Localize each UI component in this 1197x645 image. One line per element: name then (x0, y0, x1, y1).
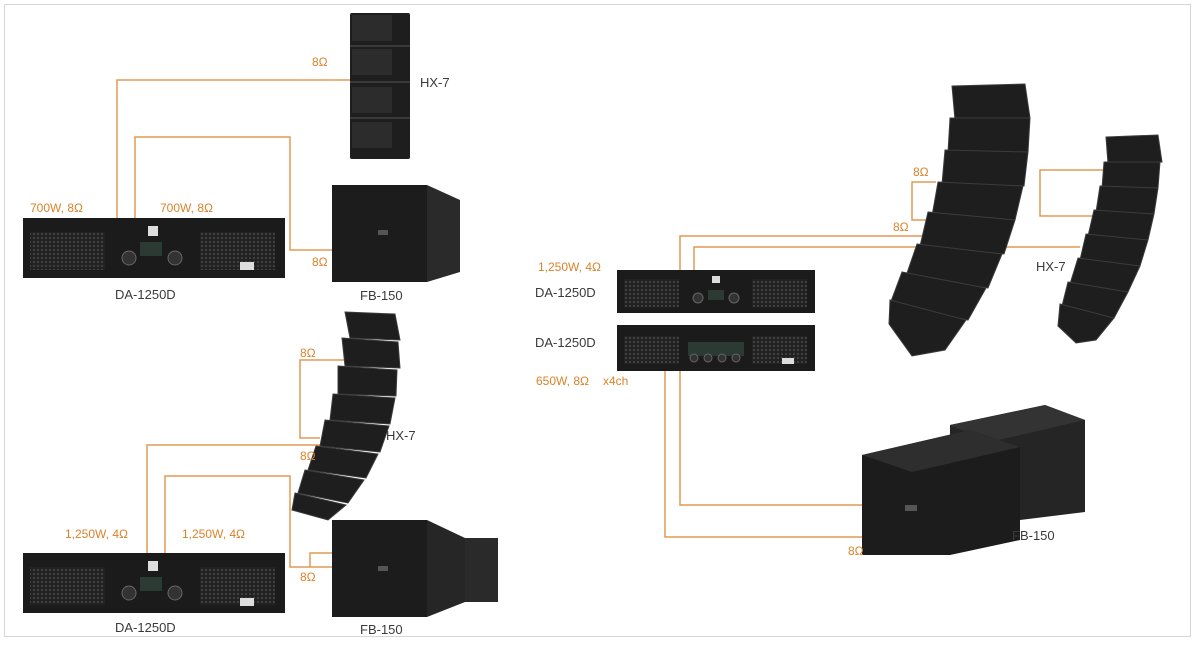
right-da1250d-amp-2 (617, 325, 815, 371)
right-amp2-label: DA-1250D (535, 335, 596, 350)
bottom-left-system: 8Ω HX-7 8Ω 1,250W, 4Ω 1,250W, 4Ω 8Ω DA-1… (23, 311, 498, 637)
top-left-hx7-speaker (350, 13, 410, 159)
right-amp2-channels: x4ch (603, 374, 628, 388)
top-left-sub-label: FB-150 (360, 288, 403, 303)
bottom-left-speaker-impedance-2: 8Ω (300, 449, 316, 463)
right-wire-impedance-1: 8Ω (913, 165, 929, 179)
right-da1250d-amp-1 (617, 270, 815, 313)
right-amp1-output: 1,250W, 4Ω (538, 260, 601, 274)
right-wire-impedance-2: 8Ω (893, 220, 909, 234)
bottom-left-output-a: 1,250W, 4Ω (65, 527, 128, 541)
bottom-left-sub-label: FB-150 (360, 622, 403, 637)
top-left-sub-impedance: 8Ω (312, 255, 328, 269)
bottom-left-amp-label: DA-1250D (115, 620, 176, 635)
right-amp2-output: 650W, 8Ω (536, 374, 589, 388)
right-system: 8Ω 8Ω HX-7 1,250W, 4Ω DA-1250D DA-1250D … (535, 83, 1163, 558)
top-left-output-b: 700W, 8Ω (160, 201, 213, 215)
top-left-speaker-label: HX-7 (420, 75, 450, 90)
right-speaker-label: HX-7 (1036, 259, 1066, 274)
top-left-fb150-sub (332, 185, 460, 282)
bottom-left-wires (146, 359, 345, 568)
top-left-amp-label: DA-1250D (115, 287, 176, 302)
top-left-da1250d-amp (23, 218, 285, 278)
right-sub-label: FB-150 (1012, 528, 1055, 543)
bottom-left-fb150-sub (332, 520, 498, 617)
right-amp1-label: DA-1250D (535, 285, 596, 300)
bottom-left-hx7-array (291, 311, 401, 521)
right-fb150-sub-front (862, 430, 1020, 555)
right-sub-impedance: 8Ω (848, 544, 864, 558)
right-hx7-array-large (888, 83, 1031, 357)
bottom-left-speaker-label: HX-7 (386, 428, 416, 443)
top-left-output-a: 700W, 8Ω (30, 201, 83, 215)
bottom-left-speaker-impedance-1: 8Ω (300, 346, 316, 360)
right-hx7-array-small (1057, 134, 1163, 344)
bottom-left-output-b: 1,250W, 4Ω (182, 527, 245, 541)
bottom-left-sub-impedance: 8Ω (300, 570, 316, 584)
top-left-speaker-impedance: 8Ω (312, 55, 328, 69)
diagram-frame (4, 4, 1191, 637)
bottom-left-da1250d-amp (23, 553, 285, 613)
top-left-system: 8Ω HX-7 700W, 8Ω 700W, 8Ω 8Ω DA-1250D FB… (23, 13, 460, 303)
top-left-wires (116, 79, 352, 251)
